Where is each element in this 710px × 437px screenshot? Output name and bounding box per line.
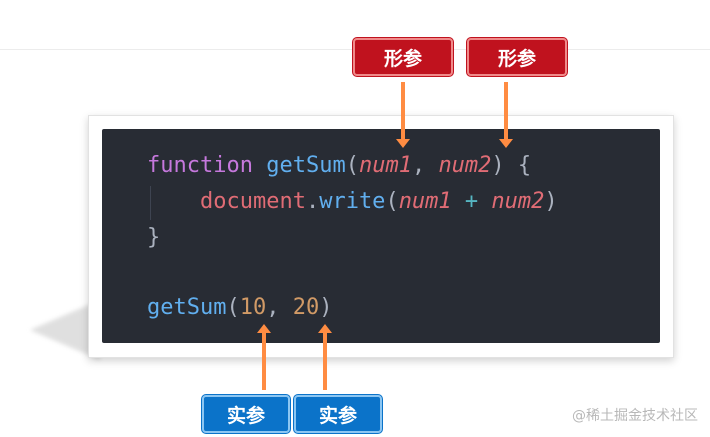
code-line-closing-brace: } <box>147 224 160 252</box>
comma: , <box>411 153 426 178</box>
function-name: getSum <box>266 153 346 178</box>
formal-param-num2: num2 <box>438 153 492 178</box>
arrow-up-icon <box>257 324 271 390</box>
indent-guide <box>150 186 151 220</box>
arrow-down-icon <box>499 82 513 148</box>
actual-param-label-2: 实参 <box>294 395 382 433</box>
actual-arg-10: 10 <box>239 295 267 320</box>
keyword-function: function <box>147 153 253 178</box>
body-param-num1: num1 <box>398 189 452 214</box>
comma: , <box>266 295 280 320</box>
formal-param-label-2: 形参 <box>467 38 567 76</box>
code-editor-panel <box>102 129 660 343</box>
close-paren: ) <box>544 189 558 214</box>
body-param-num2: num2 <box>491 189 545 214</box>
dot: . <box>305 189 320 214</box>
code-line-document-write: document.write(num1 + num2) <box>147 188 558 216</box>
formal-param-num1: num1 <box>358 153 412 178</box>
close-paren: ) <box>319 295 333 320</box>
code-line-function-declaration: function getSum(num1, num2) { <box>147 152 531 180</box>
actual-arg-20: 20 <box>292 295 320 320</box>
formal-param-label-1: 形参 <box>353 38 453 76</box>
arrow-up-icon <box>318 324 332 390</box>
close-paren-brace: ) { <box>491 153 532 178</box>
open-paren: ( <box>345 153 359 178</box>
document-object: document <box>199 189 306 214</box>
open-paren: ( <box>385 189 399 214</box>
closing-brace: } <box>147 225 161 250</box>
actual-param-label-1: 实参 <box>202 395 290 433</box>
code-line-function-call: getSum(10, 20) <box>147 294 332 322</box>
write-method: write <box>319 189 386 214</box>
open-paren: ( <box>226 295 240 320</box>
plus-operator: + <box>464 189 479 214</box>
arrow-down-icon <box>396 82 410 148</box>
call-function-name: getSum <box>147 295 227 320</box>
watermark: @稀土掘金技术社区 <box>572 408 698 424</box>
